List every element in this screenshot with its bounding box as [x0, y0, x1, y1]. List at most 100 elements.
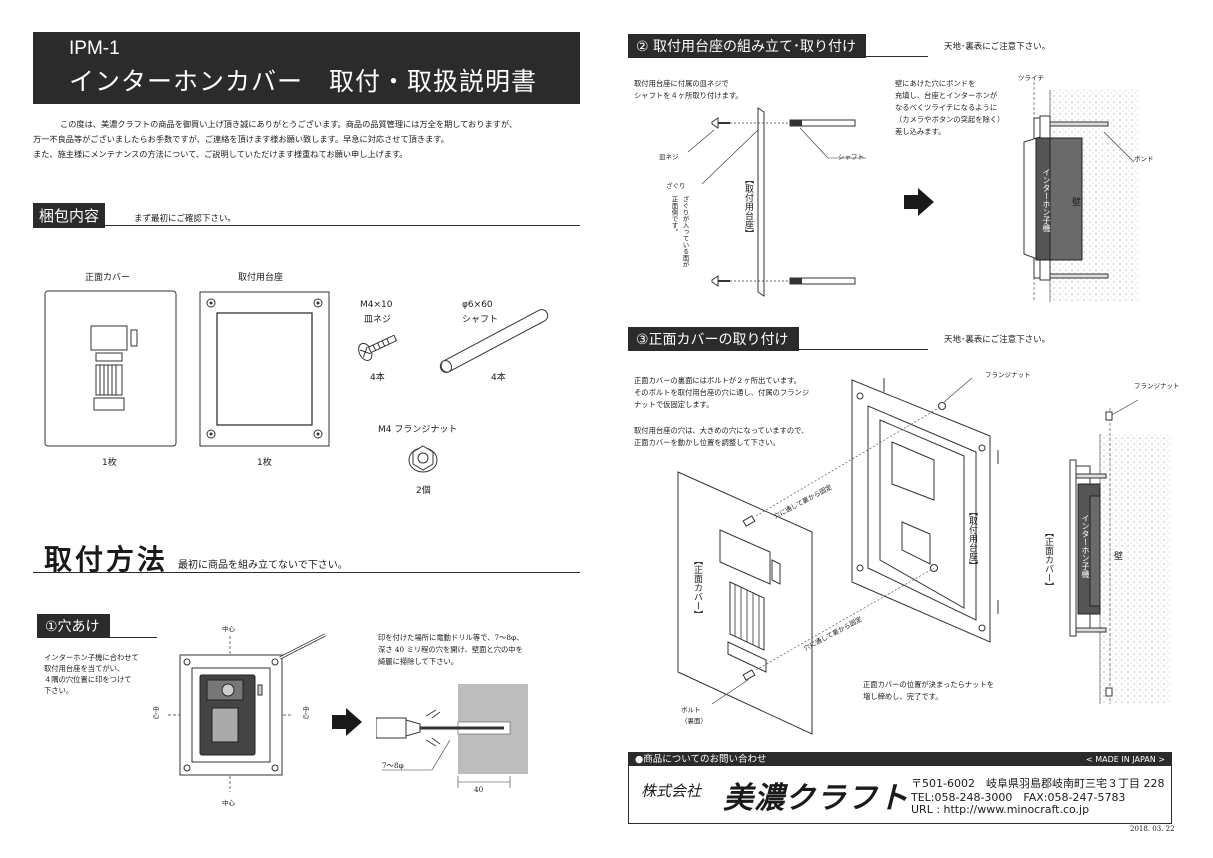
step2-unit-label: インターホン子機	[1042, 168, 1051, 232]
bolt-back-label: （裏面）	[681, 717, 707, 725]
step2-tag: ② 取付用台座の組み立て･取り付け	[628, 34, 867, 58]
sara-screw-label: 皿ネジ	[659, 153, 679, 161]
step1-text-2: 取付用台座を当てがい、	[44, 664, 125, 673]
step1-tag: ①穴あけ	[37, 614, 110, 638]
step2-wall-text-4: （カメラやボタンの突起を除く）	[895, 115, 1005, 124]
screw-qty: 4本	[370, 373, 385, 383]
step1-text-1: インターホン子機に合わせて	[44, 653, 139, 662]
intro-line-1: この度は、美濃クラフトの商品を御買い上げ頂き誠にありがとうございます。商品の品質…	[60, 119, 518, 129]
step2-rule	[628, 56, 928, 57]
flange-nut-illustration	[408, 445, 438, 473]
step3-assembly-illustration	[677, 377, 999, 735]
company-phone: TEL:058-248-3000 FAX:058-247-5783	[911, 791, 1126, 804]
step3-base-label: 【取付用台座】	[967, 507, 977, 570]
step1-drill-text-3: 綺麗に掃除して下さい。	[378, 657, 459, 666]
step3-final-1: 正面カバーの位置が決まったらナットを	[863, 680, 995, 689]
step3-text2-1: 取付用台座の穴は、大きめの穴になっていますので、	[634, 426, 809, 435]
package-rule	[33, 225, 580, 226]
shaft-label: シャフト	[838, 153, 864, 161]
step2-text-2: シャフトを４ヶ所取り付けます。	[634, 91, 743, 100]
model-number: IPM-1	[69, 38, 120, 59]
center-mark-right: 中心	[301, 706, 309, 719]
contact-title: ●商品についてのお問い合わせ	[635, 754, 767, 765]
intro-line-2: 万一不良品等がございましたらお手数ですが、ご連絡を頂けます様お願い致します。早急…	[33, 134, 449, 144]
step3-note: 天地･裏表にご注意下さい。	[944, 335, 1051, 345]
shaft-type: シャフト	[462, 315, 499, 325]
company-name: 美濃クラフト	[723, 781, 909, 816]
nut-qty: 2個	[416, 486, 431, 496]
shaft-illustration	[439, 309, 549, 373]
step3-flange-label: フランジナット	[985, 371, 1031, 379]
step1-rule	[37, 637, 157, 638]
center-mark-bottom: 中心	[222, 799, 235, 807]
front-cover-label: 正面カバー	[85, 273, 131, 283]
step3-cover-label: 【正面カバー】	[692, 556, 702, 619]
shaft-qty: 4本	[491, 373, 506, 383]
step2-wall-illustration	[1023, 82, 1138, 302]
step2-arrow-icon	[904, 188, 934, 216]
bolt-label: ボルト	[681, 706, 701, 714]
drill-diameter: 7～8φ	[382, 761, 404, 770]
screw-illustration	[358, 334, 398, 361]
zaguri-label: ざぐり	[666, 182, 686, 190]
step1-drill-text-1: 印を付けた場所に電動ドリル等で、7～8φ、	[378, 633, 524, 642]
package-section-tag: 梱包内容	[33, 203, 106, 228]
title-banner: IPM-1 インターホンカバー 取付・取扱説明書	[33, 32, 580, 104]
company-address: 〒501-6002 岐阜県羽島郡岐南町三宅３丁目 228	[911, 777, 1165, 790]
step3-side-illustration	[1069, 399, 1170, 704]
step2-wall-text-5: 差し込みます。	[895, 127, 946, 136]
center-mark-top: 中心	[222, 625, 235, 633]
flush-label: ツライチ	[1018, 74, 1044, 82]
step1-marking-illustration	[168, 633, 326, 792]
made-in-japan: < MADE IN JAPAN >	[1086, 755, 1165, 764]
drill-depth: 40	[474, 785, 484, 794]
step3-text1-1: 正面カバーの裏面にはボルトが２ヶ所出ています。	[634, 376, 802, 385]
step3-final-2: 増し締めし、完了です。	[863, 692, 943, 701]
base-illustration	[199, 291, 330, 447]
screw-type: 皿ネジ	[364, 315, 392, 325]
step3-unit-label: インターホン子機	[1081, 514, 1090, 578]
step3-wall-label: 壁	[1114, 552, 1124, 562]
zaguri-note-2: 正面側です。	[670, 196, 678, 235]
document-title: インターホンカバー 取付・取扱説明書	[69, 67, 538, 96]
front-cover-illustration	[44, 290, 177, 447]
shaft-size: φ6×60	[462, 300, 493, 310]
screw-size: M4×10	[360, 300, 393, 310]
bond-label: ボンド	[1134, 155, 1154, 163]
step2-wall-text-2: 充填し、台座とインターホンが	[895, 91, 998, 100]
step2-wall-text-3: なるべくツライチになるように	[895, 103, 998, 112]
step3-text2-2: 正面カバーを動かし位置を調整して下さい。	[634, 438, 780, 447]
method-title: 取付方法	[44, 543, 169, 576]
nut-name: M4 フランジナット	[378, 425, 458, 435]
step1-text-3: ４隅の穴位置に印をつけて	[44, 675, 132, 684]
company-url[interactable]: URL : http://www.minocraft.co.jp	[911, 803, 1090, 816]
step3-side-flange-label: フランジナット	[1134, 382, 1180, 390]
step2-assembly-illustration	[687, 107, 866, 297]
method-rule	[33, 572, 580, 573]
step2-wall-label: 壁	[1072, 198, 1082, 208]
step3-text1-2: そのボルトを取付用台座の穴に通し、付属のフランジ	[634, 388, 810, 397]
document-date: 2018. 03. 22	[1130, 825, 1175, 833]
contact-header: ●商品についてのお問い合わせ < MADE IN JAPAN >	[629, 753, 1171, 766]
step2-base-label: 【取付用台座】	[743, 175, 753, 238]
contact-box: ●商品についてのお問い合わせ < MADE IN JAPAN > 株式会社 美濃…	[628, 752, 1172, 824]
step1-drill-illustration	[376, 684, 528, 788]
center-mark-left: 中心	[151, 706, 159, 719]
zaguri-note-1: ざぐりが入っている面が	[681, 196, 689, 268]
package-section-note: まず最初にご確認下さい。	[134, 214, 236, 224]
company-type: 株式会社	[641, 782, 702, 800]
step3-tag: ③正面カバーの取り付け	[628, 327, 799, 351]
step2-note: 天地･裏表にご注意下さい。	[944, 42, 1051, 52]
step2-wall-text-1: 壁にあけた穴にボンドを	[895, 79, 976, 88]
step1-arrow-icon	[332, 708, 362, 736]
step3-side-cover-label: 【正面カバー】	[1043, 528, 1053, 591]
step3-text1-3: ナットで仮固定します。	[634, 400, 714, 409]
step3-rule	[628, 349, 928, 350]
step1-text-4: 下さい。	[44, 686, 74, 695]
front-cover-qty: 1枚	[102, 458, 117, 468]
base-label: 取付用台座	[238, 273, 284, 283]
method-note: 最初に商品を組み立てないで下さい。	[178, 560, 348, 571]
step2-text-1: 取付用台座に付属の皿ネジで	[634, 79, 729, 88]
base-qty: 1枚	[257, 458, 272, 468]
intro-line-3: また、施主様にメンテナンスの方法について、ご説明していただけます様重ねてお願い申…	[33, 149, 408, 159]
